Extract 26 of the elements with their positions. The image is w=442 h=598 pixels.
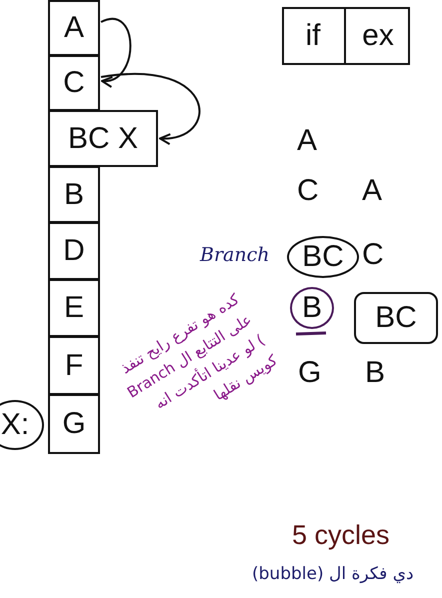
handwritten-note: كده هو تفرع رايح تنفذ على التتابع ال Branch ) لو عدينا اتأكدت انه كويس نقلها — [116, 289, 282, 415]
stack-box: C — [48, 55, 100, 111]
stack-box: D — [48, 222, 100, 280]
handwritten-note: Branch — [200, 246, 270, 265]
stack-box: BC X — [48, 110, 158, 167]
circled-text: B — [290, 287, 334, 329]
stack-box: G — [48, 394, 100, 454]
stack-box: A — [48, 0, 100, 56]
stack-box: F — [48, 336, 100, 395]
curved-arrow — [100, 18, 132, 86]
table-cell-text: ex — [361, 18, 395, 54]
circled-text: BC — [287, 236, 359, 278]
letter: G — [298, 358, 322, 388]
stack-box: E — [48, 279, 100, 337]
caption: 5 cycles — [292, 522, 390, 549]
curved-arrow — [100, 73, 200, 144]
letter: C — [297, 176, 319, 206]
letter: A — [362, 176, 382, 206]
circled-text: X: — [0, 400, 44, 450]
letter: A — [297, 126, 318, 156]
table-cell: if — [282, 7, 346, 65]
rounded-box: BC — [354, 292, 438, 344]
letter: C — [362, 240, 384, 270]
handwritten-note: دي فكرة ال (bubble) — [252, 566, 414, 583]
letter: B — [365, 358, 386, 388]
stack-box: B — [48, 166, 100, 223]
